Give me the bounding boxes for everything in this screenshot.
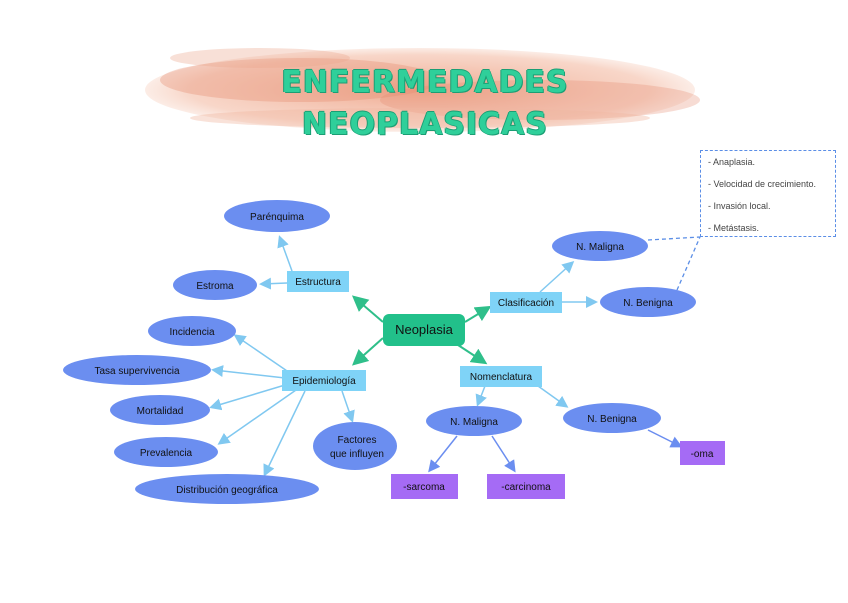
page-title: ENFERMEDADES NEOPLASICAS <box>175 62 675 104</box>
clasif-maligna-node[interactable]: N. Maligna <box>552 231 648 261</box>
criteria-item: - Metástasis. <box>701 217 835 239</box>
svg-text:-sarcoma: -sarcoma <box>403 482 445 493</box>
svg-text:Prevalencia: Prevalencia <box>140 448 193 459</box>
incidencia-node[interactable]: Incidencia <box>148 316 236 346</box>
svg-text:N. Benigna: N. Benigna <box>587 414 637 425</box>
mortalidad-node[interactable]: Mortalidad <box>110 395 210 425</box>
svg-text:Clasificación: Clasificación <box>498 298 554 309</box>
svg-text:Estroma: Estroma <box>196 281 234 292</box>
criteria-item: - Invasión local. <box>701 195 835 217</box>
svg-text:N. Benigna: N. Benigna <box>623 298 673 309</box>
distribucion-geografica-node[interactable]: Distribución geográfica <box>135 474 319 504</box>
tasa-supervivencia-node[interactable]: Tasa supervivencia <box>63 355 211 385</box>
oma-node[interactable]: -oma <box>680 441 725 465</box>
criteria-item: - Velocidad de crecimiento. <box>701 173 835 195</box>
svg-text:Nomenclatura: Nomenclatura <box>470 372 533 383</box>
svg-text:Estructura: Estructura <box>295 277 341 288</box>
svg-text:Parénquima: Parénquima <box>250 212 304 223</box>
estroma-node[interactable]: Estroma <box>173 270 257 300</box>
prevalencia-node[interactable]: Prevalencia <box>114 437 218 467</box>
criteria-box: - Anaplasia. - Velocidad de crecimiento.… <box>700 150 836 237</box>
estructura-node[interactable]: Estructura <box>287 271 349 292</box>
svg-text:Epidemiología: Epidemiología <box>292 376 356 387</box>
carcinoma-node[interactable]: -carcinoma <box>487 474 565 499</box>
epidemiologia-node[interactable]: Epidemiología <box>282 370 366 391</box>
svg-text:Mortalidad: Mortalidad <box>137 406 184 417</box>
svg-text:Tasa supervivencia: Tasa supervivencia <box>94 366 179 377</box>
center-node[interactable]: Neoplasia <box>383 314 465 346</box>
svg-text:-oma: -oma <box>691 449 714 460</box>
svg-text:N. Maligna: N. Maligna <box>450 417 498 428</box>
parenquima-node[interactable]: Parénquima <box>224 200 330 232</box>
criteria-item: - Anaplasia. <box>701 151 835 173</box>
nomen-maligna-node[interactable]: N. Maligna <box>426 406 522 436</box>
svg-text:que influyen: que influyen <box>330 449 384 460</box>
connectors <box>212 237 700 474</box>
svg-text:Neoplasia: Neoplasia <box>395 322 454 337</box>
clasif-benigna-node[interactable]: N. Benigna <box>600 287 696 317</box>
svg-text:N. Maligna: N. Maligna <box>576 242 624 253</box>
svg-text:Factores: Factores <box>338 435 377 446</box>
nomen-benigna-node[interactable]: N. Benigna <box>563 403 661 433</box>
factores-node[interactable]: Factores que influyen <box>313 422 397 470</box>
nomenclatura-node[interactable]: Nomenclatura <box>460 366 542 387</box>
svg-text:Distribución geográfica: Distribución geográfica <box>176 485 278 496</box>
clasificacion-node[interactable]: Clasificación <box>490 292 562 313</box>
sarcoma-node[interactable]: -sarcoma <box>391 474 458 499</box>
svg-text:-carcinoma: -carcinoma <box>501 482 551 493</box>
svg-text:Incidencia: Incidencia <box>169 327 214 338</box>
